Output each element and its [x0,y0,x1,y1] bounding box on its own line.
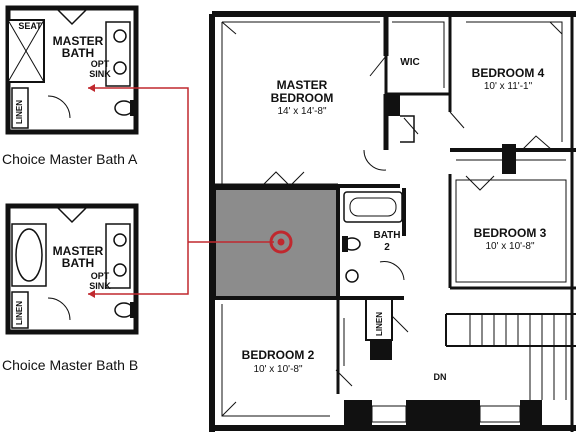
stairs-down-label: DN [434,372,447,382]
inset-b-room-name-2: BATH [62,256,94,270]
inset-b-sink-label: SINK [89,281,111,291]
master-bedroom-size: 14' x 14'-8" [277,106,327,117]
inset-a-sink-label: SINK [89,69,111,79]
inset-master-bath-a: SEAT MASTER BATH OPT SINK LINEN [5,5,139,135]
bedroom4-size: 10' x 11'-1" [484,81,533,92]
inset-a-room-name: MASTER [53,34,104,48]
bedroom3-name: BEDROOM 3 [474,226,547,240]
inset-a-seat-label: SEAT [18,21,42,31]
inset-b-room-name: MASTER [53,244,104,258]
bedroom2-size: 10' x 10'-8" [253,364,303,375]
master-bedroom-name-2: BEDROOM [271,91,334,105]
master-bedroom-name: MASTER [277,78,328,92]
bath2-name: BATH [373,230,400,241]
target-marker-dot [277,238,285,246]
pointer-lines [88,84,274,298]
bath2-number: 2 [384,242,390,253]
bedroom4-name: BEDROOM 4 [472,66,545,80]
linen-label: LINEN [375,312,384,336]
inset-master-bath-b: MASTER BATH OPT SINK LINEN [5,203,139,335]
inset-b-linen-label: LINEN [15,301,24,325]
bedroom2-name: BEDROOM 2 [242,348,315,362]
inset-b-opt-label: OPT [91,271,110,281]
target-marker-icon [269,230,293,254]
master-bath-highlight [212,186,340,300]
inset-b-caption: Choice Master Bath B [2,357,138,373]
main-plan [209,11,576,432]
inset-a-opt-label: OPT [91,59,110,69]
inset-a-linen-label: LINEN [15,100,24,124]
inset-a-caption: Choice Master Bath A [2,151,138,167]
inset-a-room-name-2: BATH [62,46,94,60]
bedroom3-size: 10' x 10'-8" [485,241,535,252]
wic-label: WIC [400,57,419,68]
